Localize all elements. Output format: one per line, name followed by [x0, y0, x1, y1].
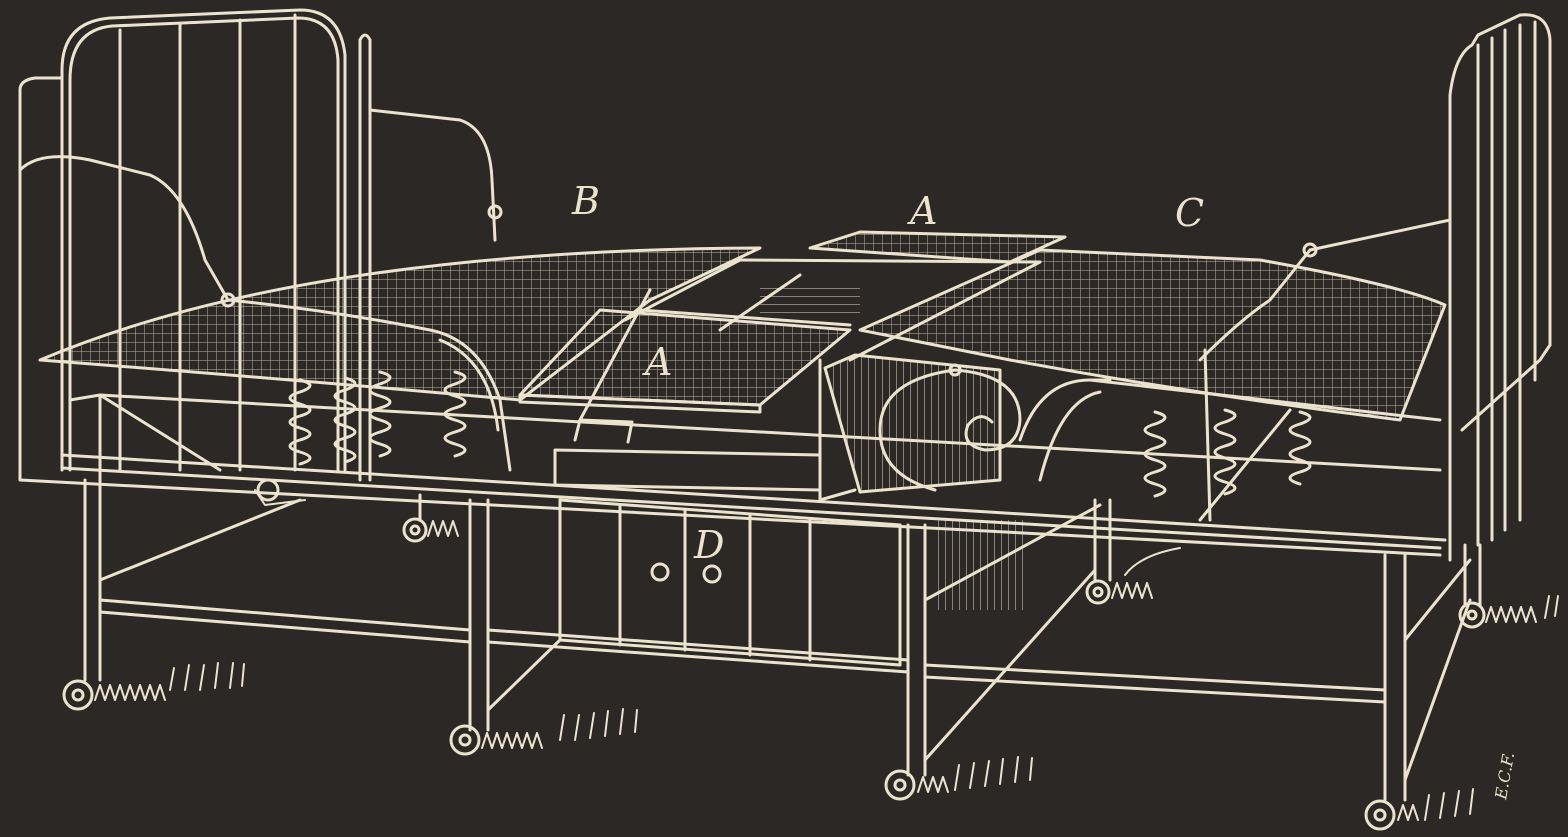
label-c: C: [1175, 191, 1204, 235]
footboard: [1302, 13, 1552, 562]
label-a-top: A: [907, 189, 937, 233]
label-d: D: [693, 523, 724, 567]
legs: [83, 478, 1482, 802]
center-opening: [578, 258, 1042, 422]
mattress-right: [858, 248, 1447, 422]
scroll-bracket: [878, 363, 1112, 492]
casters: [62, 478, 1486, 831]
springs-left: [288, 370, 467, 466]
cabinet-d: [558, 498, 1025, 667]
label-b: B: [571, 179, 600, 223]
label-a-panel: A: [642, 340, 672, 384]
panel-a-top: [808, 230, 1067, 264]
center-box: [553, 353, 1002, 502]
floor-shadows: [94, 489, 1559, 821]
